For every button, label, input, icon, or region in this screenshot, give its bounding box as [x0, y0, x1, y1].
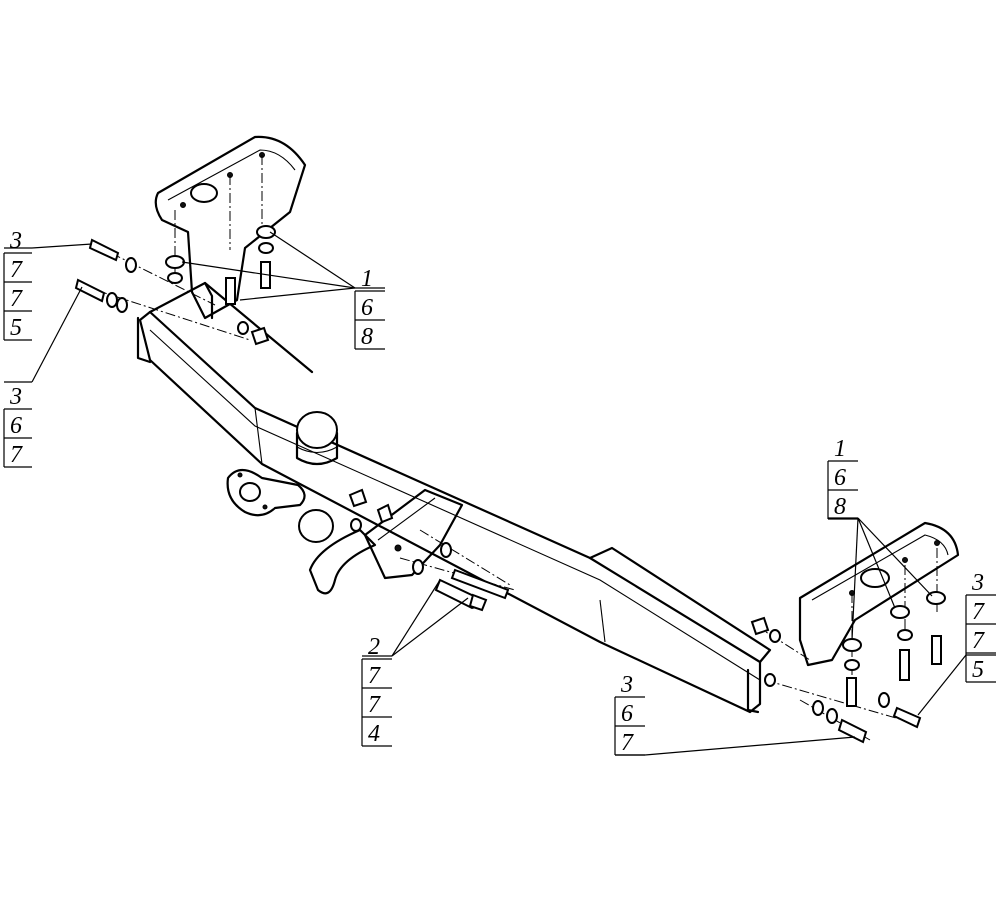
- callout-number: 5: [10, 315, 22, 341]
- callout-right-upper: 1 6 8: [827, 436, 858, 520]
- cross-beam: [136, 281, 772, 714]
- callout-number: 4: [368, 721, 380, 747]
- callout-number: 7: [10, 442, 23, 468]
- callout-top-left-a: 3 7 7 5: [3, 228, 32, 341]
- left-bracket: [154, 135, 307, 320]
- callout-bottom-right: 3 6 7: [614, 672, 645, 756]
- callout-layer: 3 7 7 5 3 6 7 1 6 8 2 7 7 4 1 6 8 3 7 7 5 3 6 7: [3, 228, 996, 756]
- callout-number: 7: [972, 599, 985, 625]
- callout-number: 7: [10, 286, 23, 312]
- tow-ball-assembly: [298, 488, 511, 595]
- left-fasteners: [74, 225, 394, 532]
- socket-plate: [226, 468, 306, 517]
- leader-lines: [4, 231, 996, 756]
- right-fasteners: [750, 591, 946, 744]
- callout-number: 6: [361, 295, 373, 321]
- callout-number: 6: [621, 701, 633, 727]
- callout-number: 3: [9, 228, 22, 254]
- callout-number: 7: [621, 730, 634, 756]
- callout-number: 3: [620, 672, 633, 698]
- callout-number: 7: [368, 663, 381, 689]
- callout-right-side: 3 7 7 5: [965, 570, 996, 683]
- callout-number: 1: [361, 266, 373, 292]
- callout-number: 3: [971, 570, 984, 596]
- callout-bottom-center: 2 7 7 4: [361, 634, 392, 747]
- callout-number: 2: [368, 634, 380, 660]
- center-fasteners: [399, 542, 516, 612]
- callout-number: 5: [972, 657, 984, 683]
- callout-number: 7: [10, 257, 23, 283]
- callout-number: 7: [972, 628, 985, 654]
- callout-top-center: 1 6 8: [354, 266, 385, 350]
- callout-number: 8: [361, 324, 373, 350]
- callout-number: 3: [9, 384, 22, 410]
- ball-cover: [295, 411, 339, 466]
- callout-number: 7: [368, 692, 381, 718]
- callout-number: 6: [10, 413, 22, 439]
- callout-top-left-b: 3 6 7: [3, 384, 32, 468]
- callout-number: 6: [834, 465, 846, 491]
- callout-number: 1: [834, 436, 846, 462]
- callout-number: 8: [834, 494, 846, 520]
